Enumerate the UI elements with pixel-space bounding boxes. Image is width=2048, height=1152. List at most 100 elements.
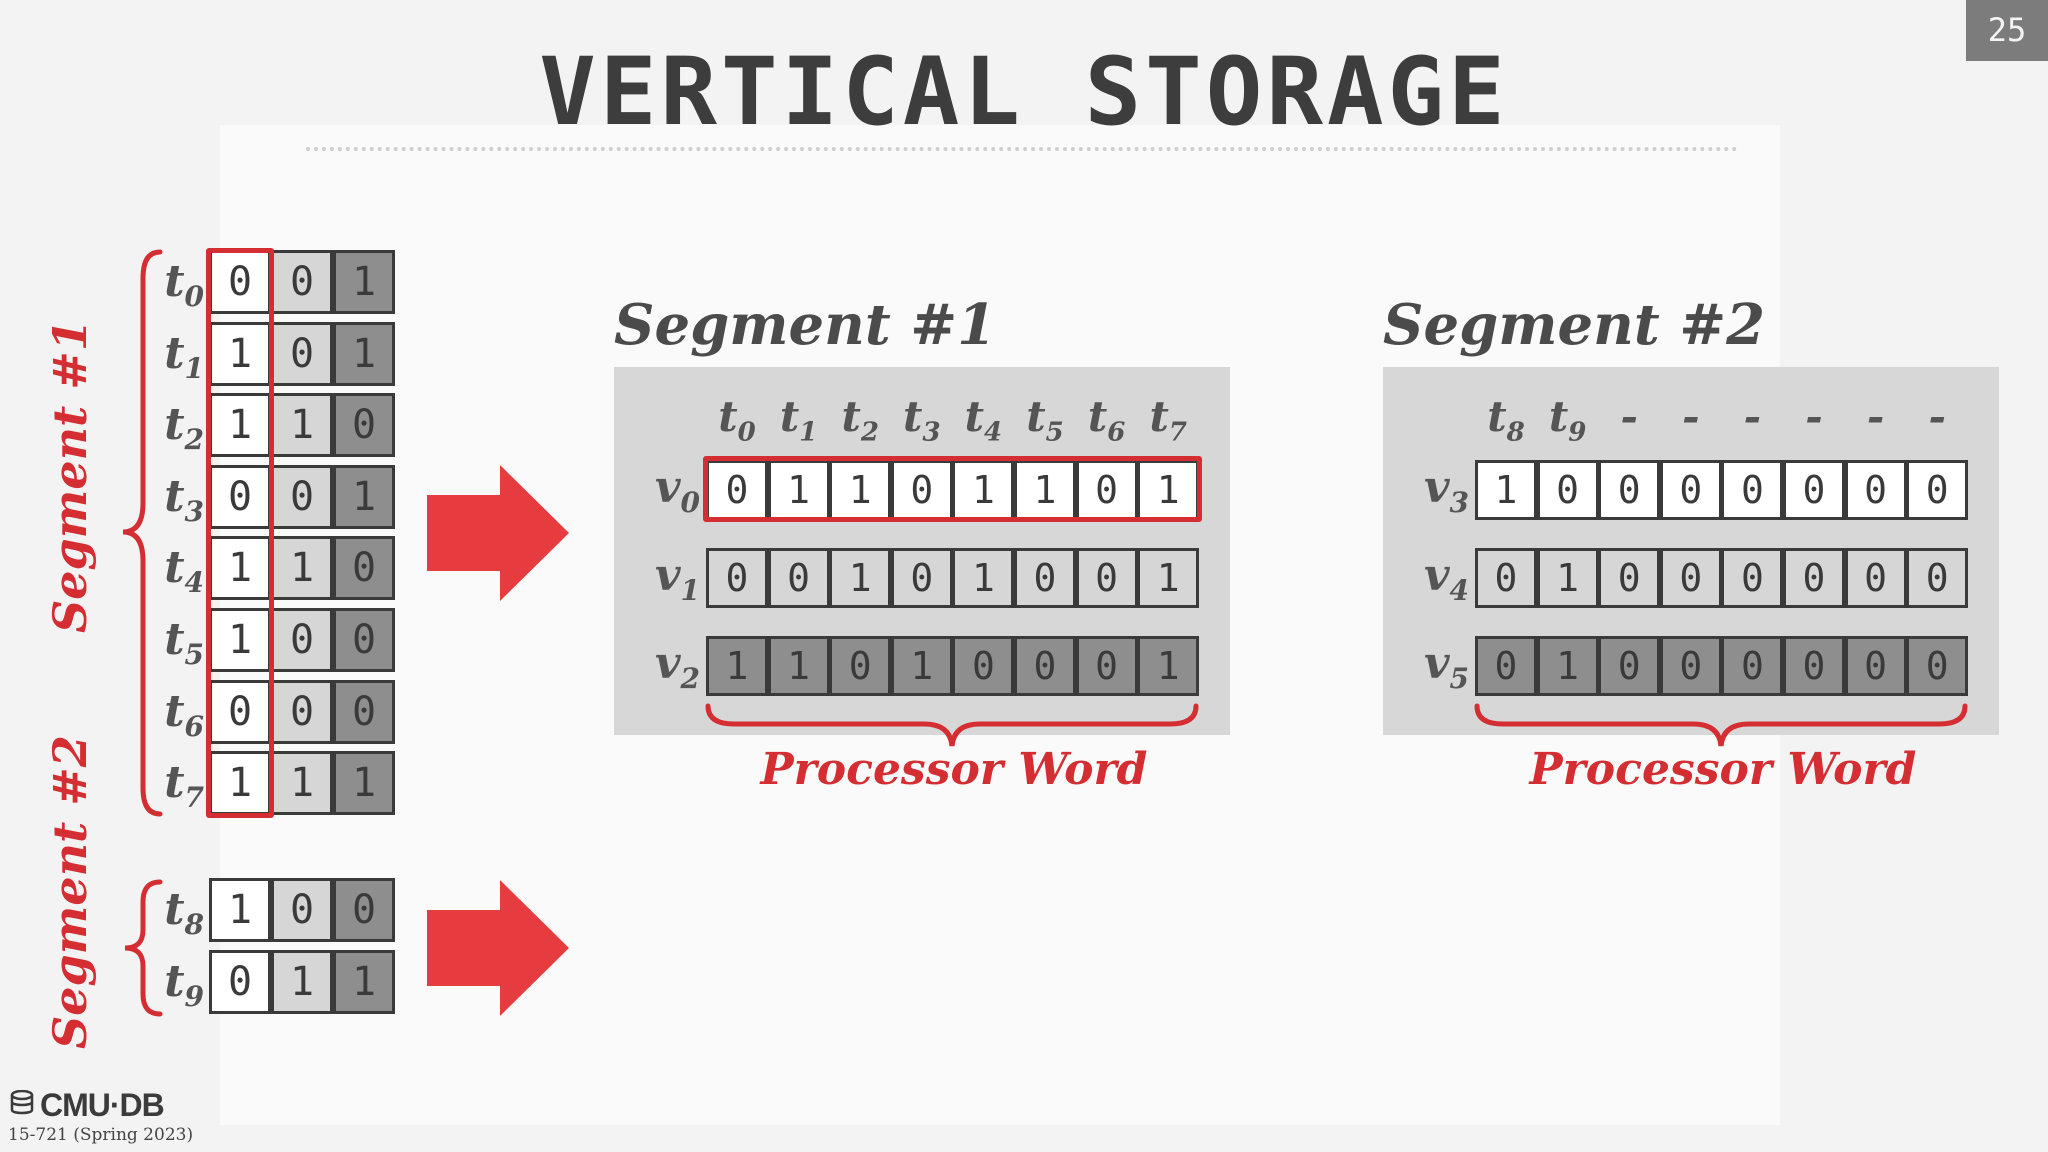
course-label: 15-721 (Spring 2023) [8,1125,194,1145]
column-label: - [1660,392,1722,442]
column-label: t4 [952,392,1014,457]
processor-word-label: Processor Word [1529,744,1917,795]
tuple-label: t8 [150,880,204,955]
label-main: t [1548,392,1569,441]
vector-label: v4 [1413,546,1469,621]
bit-cell: 0 [1659,460,1722,520]
label-subscript: 0 [737,417,756,448]
bit-cell: 1 [271,950,333,1014]
bit-cell: 1 [333,464,395,529]
label-subscript: 4 [984,417,1003,448]
bit-cell: 0 [1721,636,1784,696]
label-subscript: 7 [184,780,204,814]
label-main: t [164,614,185,665]
page-number: 25 [1966,0,2048,61]
bit-cell: 1 [271,536,333,601]
processor-word-brace [1474,703,1968,747]
label-subscript: 5 [1045,417,1064,448]
bit-cell: 0 [1598,460,1661,520]
bit-cell: 0 [1536,460,1599,520]
tuple-label: t9 [150,952,204,1027]
bit-cell: 0 [209,950,271,1014]
label-subscript: 8 [1506,417,1525,448]
bit-cell: 0 [1014,636,1076,696]
column-label: - [1721,392,1783,442]
bit-cell: 0 [1659,548,1722,608]
bit-cell: 0 [1844,460,1907,520]
label-main: t [1149,392,1169,441]
bit-cell: 1 [333,751,395,816]
vector-label: v2 [644,634,700,709]
bit-cell: 0 [271,321,333,386]
label-subscript: 1 [680,573,700,607]
tuple-label: t4 [150,538,204,613]
label-main: v [1423,638,1450,689]
bit-cell: 1 [952,548,1015,608]
database-icon [10,1090,34,1115]
bit-cell: 0 [1721,460,1784,520]
label-main: t [841,392,861,441]
tuple-label: t5 [150,610,204,685]
bit-cell: 0 [1075,460,1138,520]
column-label: t6 [1076,392,1138,457]
label-subscript: 3 [922,417,941,448]
first-column-highlight [206,248,274,818]
label-main: t [164,757,185,809]
tuple-label: t7 [150,753,204,828]
bit-cell: 0 [829,636,892,696]
bit-cell: 1 [767,636,830,696]
label-main: t [1087,392,1108,441]
bit-cell: 0 [1783,460,1845,520]
label-main: t [779,392,800,441]
bit-cell: 0 [706,548,768,608]
label-main: t [164,685,185,737]
segment2-brace [124,879,163,1017]
label-main: v [1423,550,1450,601]
vector-label: v0 [644,458,700,533]
arrow-right-icon [427,880,569,1016]
bit-cell: 1 [271,393,333,458]
bit-cell: 1 [890,636,953,696]
bit-cell: 0 [271,608,333,672]
column-label: t1 [768,392,830,457]
bit-cell: 0 [1844,548,1907,608]
tuple-label: t1 [150,324,204,399]
label-main: - [1805,392,1823,441]
processor-word-brace [705,703,1199,747]
bit-cell: 0 [890,548,953,608]
bit-cell: 0 [333,536,395,601]
label-subscript: 3 [1449,485,1469,519]
bit-cell: 0 [271,679,333,744]
column-label: - [1598,392,1660,442]
bit-cell: 0 [1475,548,1537,608]
label-subscript: 6 [1107,417,1126,448]
label-subscript: 4 [1449,573,1469,607]
label-main: - [1682,392,1700,441]
label-main: t [164,470,185,522]
label-main: t [164,956,185,1007]
column-label: t9 [1537,392,1599,457]
bit-cell: 0 [1721,548,1784,608]
bit-cell: 0 [767,548,830,608]
column-label: t8 [1475,392,1537,457]
label-subscript: 2 [680,661,700,695]
label-main: v [1423,462,1450,513]
bit-cell: 0 [1906,548,1969,608]
column-label: t5 [1014,392,1076,457]
label-subscript: 5 [184,637,204,671]
label-main: - [1928,392,1946,441]
title-divider [306,147,1738,151]
bit-cell: 1 [1137,636,1200,696]
column-label: - [1845,392,1907,442]
bit-cell: 0 [271,250,333,314]
bit-cell: 1 [209,878,271,942]
label-subscript: 1 [184,351,204,385]
bit-cell: 0 [209,679,271,744]
column-label: t3 [891,392,953,457]
bit-cell: 1 [1536,636,1599,696]
label-main: v [654,550,681,601]
bit-cell: 0 [333,878,395,942]
label-main: t [164,884,185,935]
bit-cell: 0 [271,464,333,529]
label-main: t [964,392,985,441]
